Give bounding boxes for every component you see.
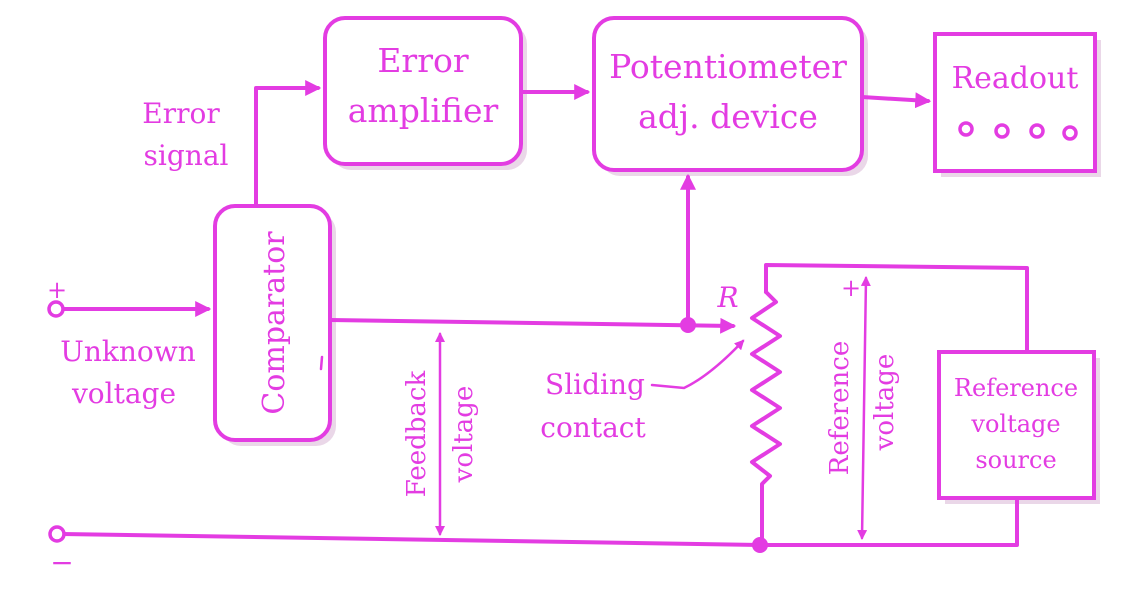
reference-voltage-arrow: [857, 276, 871, 540]
error-signal-line: [254, 80, 322, 208]
ground-junction: [752, 537, 768, 553]
sliding-contact-label-line2: contact: [540, 411, 646, 444]
potentiometer-label-line2: adj. device: [638, 97, 818, 136]
comparator-block: [213, 204, 332, 442]
sliding-contact-label-line1: Sliding: [545, 368, 645, 401]
reference-voltage-label-line2: voltage: [870, 354, 900, 452]
sliding-contact-pointer: [650, 339, 745, 390]
comparator-tick: [319, 355, 324, 371]
positive-input-terminal: [47, 300, 65, 318]
resistor-zigzag: [750, 290, 782, 547]
unknown-voltage-label-line2: voltage: [71, 377, 176, 410]
reference-voltage-label-line1: Reference: [825, 341, 855, 475]
pot-to-readout-line: [860, 92, 932, 109]
plus-input-label: +: [47, 276, 67, 304]
reference-top-line: [764, 263, 1029, 354]
plus-reference-label: +: [841, 274, 861, 302]
error-amplifier-label-line2: amplifier: [348, 91, 499, 130]
readout-block: [933, 32, 1097, 173]
feedback-voltage-label-line2: voltage: [449, 386, 479, 484]
ground-line: [60, 496, 1019, 547]
reference-source-label-line2: voltage: [970, 410, 1060, 438]
readout-digit-2: [994, 123, 1010, 139]
readout-digit-4: [1062, 125, 1078, 141]
potentiometer-adj-device-block: [592, 16, 864, 172]
feedback-voltage-label-line1: Feedback: [402, 371, 432, 498]
reference-source-label-line1: Reference: [954, 374, 1078, 402]
error-amplifier-label-line1: Error: [377, 41, 469, 80]
negative-input-terminal: [48, 525, 66, 543]
unknown-voltage-label-line1: Unknown: [60, 335, 196, 368]
error-signal-label-line1: Error: [142, 97, 220, 130]
error-signal-label-line2: signal: [144, 139, 229, 172]
readout-label: Readout: [952, 61, 1079, 96]
readout-digit-1: [958, 121, 974, 137]
minus-input-label: −: [50, 546, 73, 579]
readout-digit-3: [1029, 123, 1045, 139]
reference-voltage-source-block: [937, 350, 1096, 500]
feedback-line: [328, 317, 737, 334]
comparator-label: Comparator: [257, 231, 292, 415]
resistor-label: R: [716, 281, 738, 314]
potentiometer-label-line1: Potentiometer: [609, 47, 847, 86]
reference-source-label-line3: source: [975, 446, 1056, 474]
